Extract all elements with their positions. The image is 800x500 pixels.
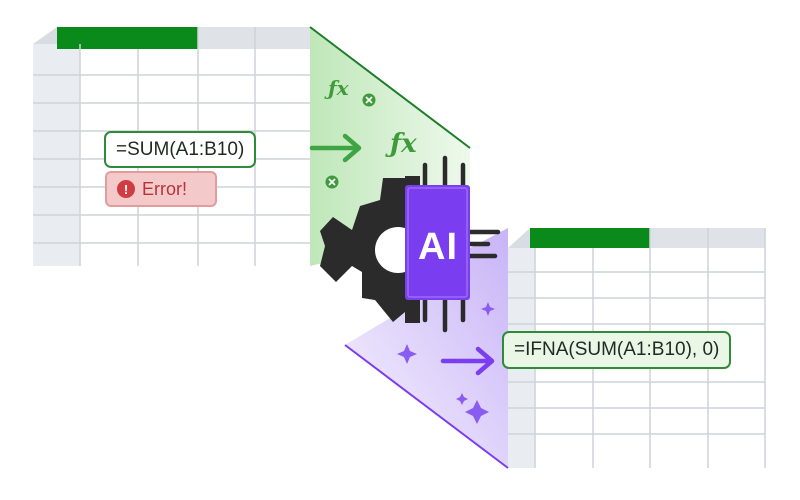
- error-badge: ! Error!: [105, 171, 217, 207]
- fx-icon: ƒx ƒx: [324, 76, 417, 159]
- error-label: Error!: [142, 178, 187, 199]
- input-formula-box: =SUM(A1:B10): [104, 131, 257, 168]
- ai-chip-label: AI: [418, 225, 458, 268]
- chip-icon: [405, 155, 501, 333]
- svg-text:ƒx: ƒx: [385, 129, 417, 159]
- output-formula-text: =IFNA(SUM(A1:B10), 0): [514, 339, 720, 360]
- right-selected-column-header: [530, 228, 650, 248]
- left-selected-column-header: [57, 27, 198, 49]
- exclamation-icon: !: [117, 180, 135, 198]
- svg-text:ƒx: ƒx: [324, 76, 350, 100]
- arrow-right-icon: [440, 346, 495, 376]
- input-formula-text: =SUM(A1:B10): [116, 138, 245, 160]
- arrow-right-icon: [309, 133, 362, 163]
- cross-circle-icon: [325, 93, 376, 189]
- sparkle-icon: [397, 302, 495, 424]
- output-formula-box: =IFNA(SUM(A1:B10), 0): [502, 331, 732, 369]
